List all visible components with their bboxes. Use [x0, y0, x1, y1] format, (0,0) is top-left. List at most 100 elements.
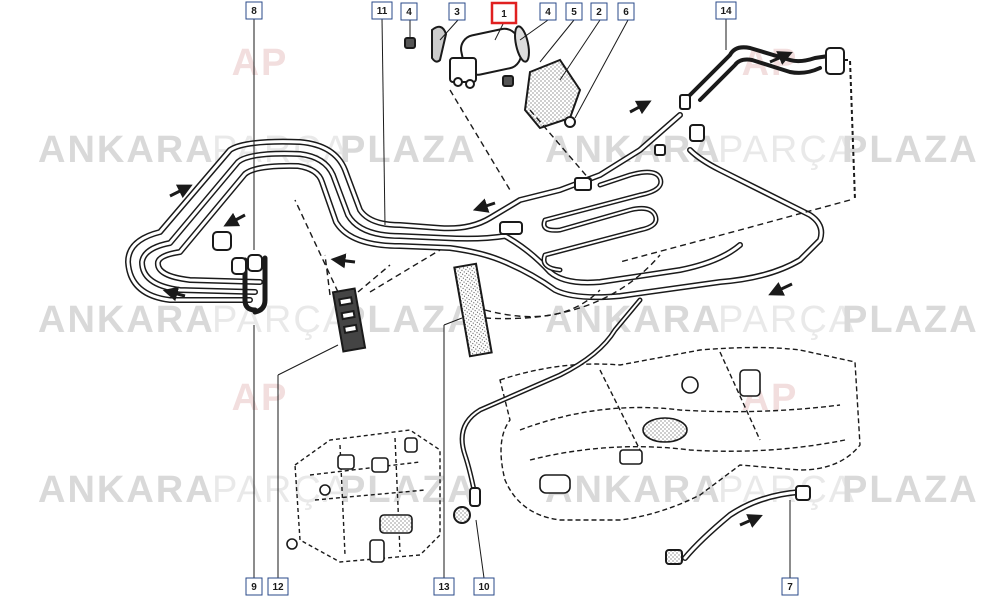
callout-leader	[439, 19, 459, 41]
watermark-logo-1: AP	[232, 42, 289, 84]
callout-14-label: 14	[720, 6, 732, 17]
callout-1-box	[490, 1, 518, 25]
callout-4a-box	[400, 2, 418, 21]
callout-8-box	[245, 1, 263, 20]
callout-8-label: 8	[251, 6, 257, 17]
fuel-line-2-inner	[140, 152, 742, 294]
flow-arrow	[223, 212, 246, 227]
callout-4a-label: 4	[406, 7, 412, 18]
callout-10[interactable]: 10	[473, 577, 495, 596]
callout-6-box	[617, 2, 635, 21]
filter-nut	[453, 77, 463, 87]
callout-3-box	[448, 2, 466, 21]
callout-10-box	[473, 577, 495, 596]
clamp	[689, 124, 705, 142]
leader-line	[619, 199, 851, 263]
callout-7-label: 7	[787, 582, 793, 593]
callout-13[interactable]: 13	[433, 577, 455, 596]
line-holder-slot	[340, 309, 356, 321]
flow-arrow	[768, 282, 793, 296]
filler-neck	[825, 47, 856, 201]
watermark-word-ankara: ANKARA	[38, 299, 215, 341]
return-hose-inner	[683, 490, 802, 560]
fuel-filter	[404, 25, 582, 130]
callout-4b[interactable]: 4	[539, 2, 557, 21]
hose-end	[795, 485, 811, 501]
flow-arrow	[330, 253, 356, 269]
tank-rib	[599, 369, 641, 451]
bolt	[502, 75, 514, 87]
callout-4b-box	[539, 2, 557, 21]
callout-11[interactable]: 11	[371, 1, 393, 20]
watermark-word-ankara: ANKARA	[38, 129, 215, 171]
engine-fitting	[286, 538, 298, 550]
watermark: AP AP AP AP ANKARA PARÇA PLAZA ANKARA PA…	[38, 42, 979, 511]
watermark-logo-text: AP	[232, 42, 289, 84]
leader-lines	[294, 89, 851, 320]
callout-8[interactable]: 8	[245, 1, 263, 20]
engine-regulator	[379, 514, 413, 534]
flow-arrow	[169, 184, 193, 199]
callout-13-box	[433, 577, 455, 596]
callout-leader	[443, 317, 463, 326]
fuel-line-left-hose2	[252, 255, 268, 315]
tank-rib	[719, 351, 761, 441]
line-holder-slot	[338, 296, 354, 307]
callout-7[interactable]: 7	[781, 577, 799, 596]
tank-outline	[499, 346, 861, 521]
callout-1[interactable]: 1	[490, 1, 518, 25]
callout-6[interactable]: 6	[617, 2, 635, 21]
callout-2[interactable]: 2	[590, 2, 608, 21]
tank-rib	[529, 439, 846, 461]
tank-rib	[519, 404, 841, 431]
callout-9[interactable]: 9	[245, 577, 263, 596]
callout-leader	[381, 17, 386, 226]
tank-fitting	[681, 376, 699, 394]
callout-9-label: 9	[251, 582, 257, 593]
fuel-line-bundle	[125, 45, 837, 315]
tank-sender	[619, 449, 643, 465]
callout-leader	[494, 21, 505, 41]
hose-fittings	[453, 485, 811, 565]
line-holder	[331, 287, 367, 353]
line-guard-body	[453, 262, 493, 358]
callout-11-label: 11	[377, 6, 388, 17]
watermark-word-plaza: PLAZA	[842, 299, 979, 341]
leader-line	[357, 264, 391, 293]
clamp	[212, 231, 232, 251]
callout-3[interactable]: 3	[448, 2, 466, 21]
engine-injector	[371, 457, 389, 473]
watermark-logo-text: AP	[232, 377, 289, 419]
leader-line	[484, 254, 661, 320]
line-holder-slot	[342, 323, 359, 335]
callout-leader	[559, 19, 601, 81]
callout-4a[interactable]: 4	[400, 2, 418, 21]
filter-bracket	[449, 57, 477, 83]
callout-14[interactable]: 14	[715, 1, 737, 20]
watermark-word-ankara: ANKARA	[545, 469, 722, 511]
engine-detail	[309, 461, 421, 476]
fuel-pump-flange	[642, 417, 688, 443]
callout-5[interactable]: 5	[565, 2, 583, 21]
filter-end	[514, 25, 530, 63]
callouts: 1 2 3 4 4 5 6 7	[245, 1, 799, 596]
line-clamps	[212, 94, 705, 275]
leader-line	[369, 249, 441, 293]
callout-12[interactable]: 12	[267, 577, 289, 596]
flow-arrow	[629, 100, 652, 115]
engine-detail	[394, 437, 401, 553]
flow-arrow	[739, 514, 763, 528]
fuel-line-3-inner	[156, 148, 823, 299]
callout-11-box	[371, 1, 393, 20]
callout-4b-label: 4	[545, 7, 551, 18]
callout-1-label: 1	[501, 9, 507, 20]
callout-10-label: 10	[478, 582, 490, 593]
engine-injector	[404, 437, 418, 453]
engine-detail	[339, 444, 346, 556]
hose-end	[665, 549, 683, 565]
engine-block	[294, 429, 441, 563]
watermark-word-parca: PARÇA	[718, 469, 856, 511]
callout-6-label: 6	[623, 7, 629, 18]
watermark-word-plaza: PLAZA	[842, 129, 979, 171]
